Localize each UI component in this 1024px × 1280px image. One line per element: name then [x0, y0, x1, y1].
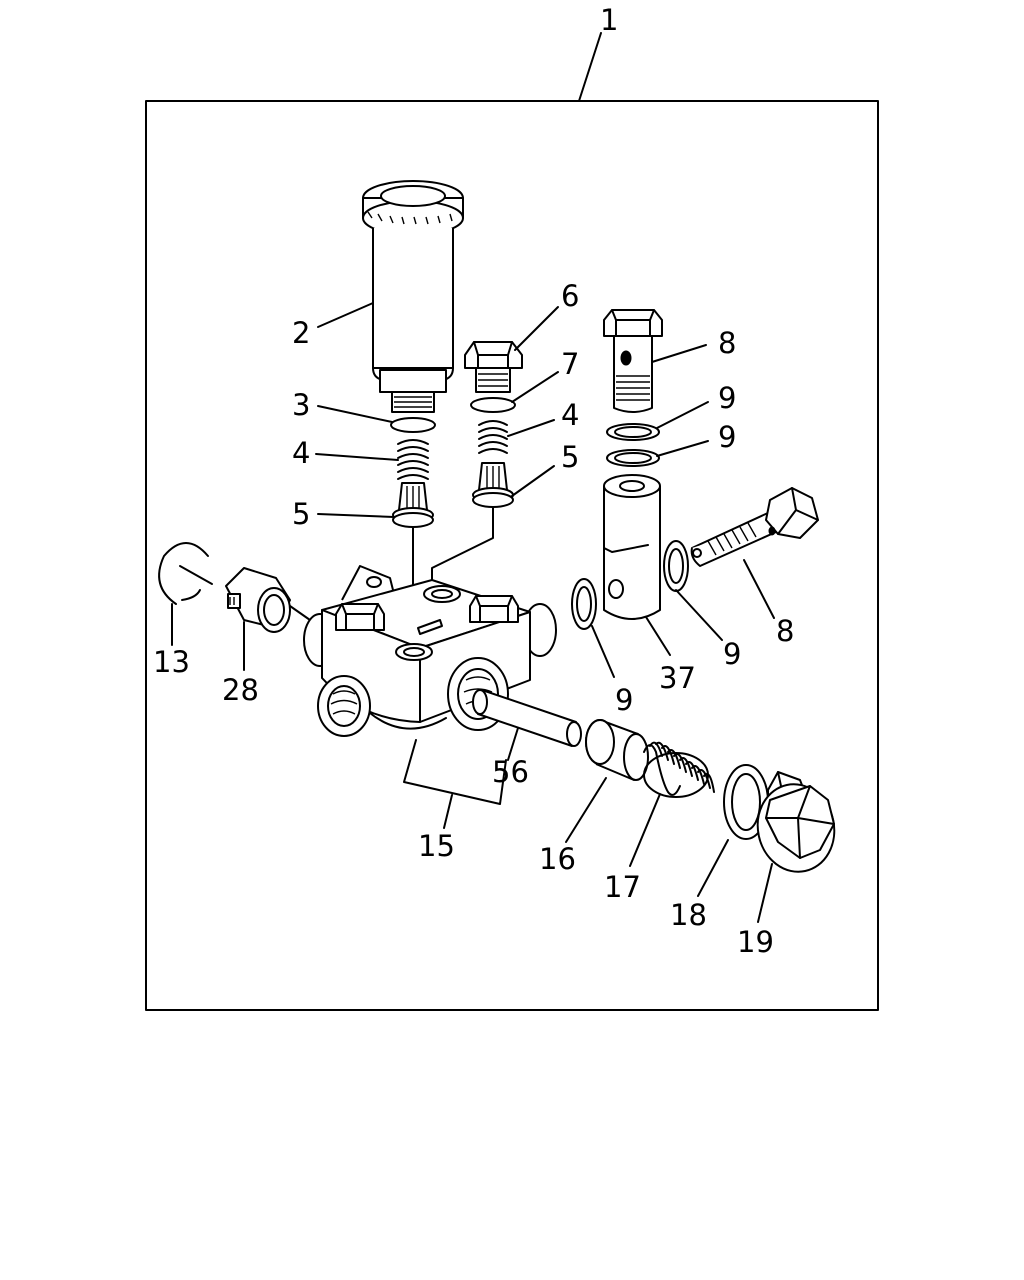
leader-8a: [651, 344, 707, 363]
callout-6: 6: [561, 279, 579, 313]
leader-9d: [591, 625, 615, 678]
callout-4-right: 4: [561, 398, 579, 432]
leader-8b: [743, 559, 775, 619]
callout-15: 15: [418, 829, 455, 863]
leader-2: [317, 302, 374, 328]
callout-9-upper-1: 9: [718, 381, 736, 415]
leader-13-arrow: [179, 565, 213, 585]
callout-9-right: 9: [723, 637, 741, 671]
part-8-banjo-bolt-lower: [690, 487, 819, 567]
leader-9c: [675, 589, 723, 641]
part-9-gasket-left: [571, 578, 597, 630]
callout-19: 19: [737, 925, 774, 959]
callout-2: 2: [292, 316, 310, 350]
leader-4a: [315, 453, 399, 461]
leader-56: [507, 727, 519, 761]
assembly-line-28: [289, 605, 311, 621]
part-2-priming-pump: [362, 180, 464, 413]
callout-1: 1: [600, 3, 618, 37]
part-8-banjo-bolt-upper: [603, 309, 663, 413]
callout-8-lower: 8: [776, 614, 794, 648]
part-9-gasket-mid: [663, 540, 689, 592]
callout-5-left: 5: [292, 497, 310, 531]
callout-8-upper: 8: [718, 326, 736, 360]
leader-3: [317, 405, 393, 423]
callout-28: 28: [222, 673, 259, 707]
leader-6: [514, 306, 559, 351]
part-7-o-ring: [470, 397, 516, 413]
leader-4b: [507, 419, 555, 437]
callout-18: 18: [670, 898, 707, 932]
callout-5-right: 5: [561, 440, 579, 474]
callout-17: 17: [604, 870, 641, 904]
leader-9a: [656, 401, 709, 429]
part-3-o-ring: [390, 417, 436, 433]
leader-16: [565, 777, 607, 843]
body-bolt-left: [335, 603, 385, 631]
callout-56: 56: [492, 755, 529, 789]
callout-9-left: 9: [615, 683, 633, 717]
leader-1: [578, 32, 602, 102]
leader-18: [697, 839, 729, 897]
part-37-banjo-fitting: [603, 474, 661, 620]
leader-5b: [511, 465, 555, 497]
part-6-plug: [464, 341, 523, 393]
callout-16: 16: [539, 842, 576, 876]
callout-13: 13: [153, 645, 190, 679]
part-9-gasket-upper-1: [606, 423, 660, 441]
leader-17: [629, 793, 661, 867]
part-4-spring-right: [478, 420, 508, 454]
part-56-piston-rod: [472, 689, 582, 747]
callout-37: 37: [659, 661, 696, 695]
leader-9b: [656, 440, 709, 457]
bracket-15: [403, 739, 507, 829]
part-13-snap-ring: [158, 542, 209, 605]
callout-3: 3: [292, 388, 310, 422]
callout-9-upper-2: 9: [718, 420, 736, 454]
leader-19: [757, 863, 773, 923]
part-15-pump-body: [303, 565, 557, 737]
part-5-valve-left: [392, 482, 434, 528]
part-5-valve-right: [472, 462, 514, 508]
part-19-hex-plug: [756, 771, 836, 873]
leader-37: [645, 616, 671, 656]
part-17-spring: [643, 741, 715, 798]
diagram-frame: [145, 100, 879, 1011]
part-28-check-valve: [225, 567, 291, 633]
leader-7: [511, 371, 559, 403]
leader-5a: [317, 513, 395, 518]
body-bolt-right: [469, 595, 519, 623]
part-9-gasket-upper-2: [606, 449, 660, 467]
part-16-sleeve: [585, 719, 649, 781]
part-4-spring-left: [397, 439, 429, 480]
callout-7: 7: [561, 347, 579, 381]
callout-4-left: 4: [292, 436, 310, 470]
